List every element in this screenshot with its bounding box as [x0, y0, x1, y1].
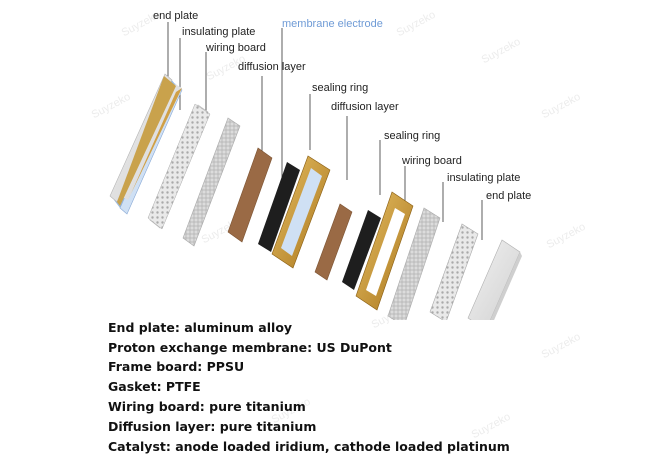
end-plate-right [467, 239, 521, 320]
label-insulating-plate-right: insulating plate [447, 172, 521, 184]
insulating-plate-right [429, 223, 479, 320]
diffusion-layer-left [227, 147, 273, 243]
label-diffusion-layer-right: diffusion layer [331, 101, 399, 113]
spec-diffusion-layer: Diffusion layer: pure titanium [108, 419, 317, 434]
end-plate-left-face [109, 73, 176, 206]
spec-wiring-board: Wiring board: pure titanium [108, 399, 306, 414]
diffusion-layer-right [314, 203, 353, 281]
wiring-board-left [182, 117, 241, 247]
label-membrane-electrode: membrane electrode [282, 18, 383, 30]
insulating-plate-left-face [147, 103, 211, 230]
label-sealing-ring-right: sealing ring [384, 130, 441, 142]
label-wiring-board-right: wiring board [402, 155, 462, 167]
watermark-text: Suyzeko [469, 410, 513, 442]
wiring-board-right [387, 207, 441, 320]
electrolyzer-exploded-diagram [109, 22, 522, 320]
spec-frame-board: Frame board: PPSU [108, 359, 245, 374]
watermark-text: Suyzeko [539, 330, 583, 362]
spec-catalyst: Catalyst: anode loaded iridium, cathode … [108, 439, 510, 454]
label-end-plate-right: end plate [486, 190, 532, 202]
sealing-ring-right [355, 191, 414, 311]
spec-gasket: Gasket: PTFE [108, 379, 201, 394]
carbon-cloth-right [342, 210, 381, 290]
label-end-plate-left: end plate [153, 10, 199, 22]
membrane-electrode [271, 155, 331, 269]
label-insulating-plate-left: insulating plate [182, 26, 256, 38]
label-diffusion-layer-left: diffusion layer [238, 61, 306, 73]
label-sealing-ring-left: sealing ring [312, 82, 369, 94]
label-wiring-board-left: wiring board [206, 42, 266, 54]
spec-proton-exchange-membrane: Proton exchange membrane: US DuPont [108, 340, 392, 355]
spec-end-plate: End plate: aluminum alloy [108, 320, 293, 335]
carbon-cloth-left [258, 162, 300, 252]
